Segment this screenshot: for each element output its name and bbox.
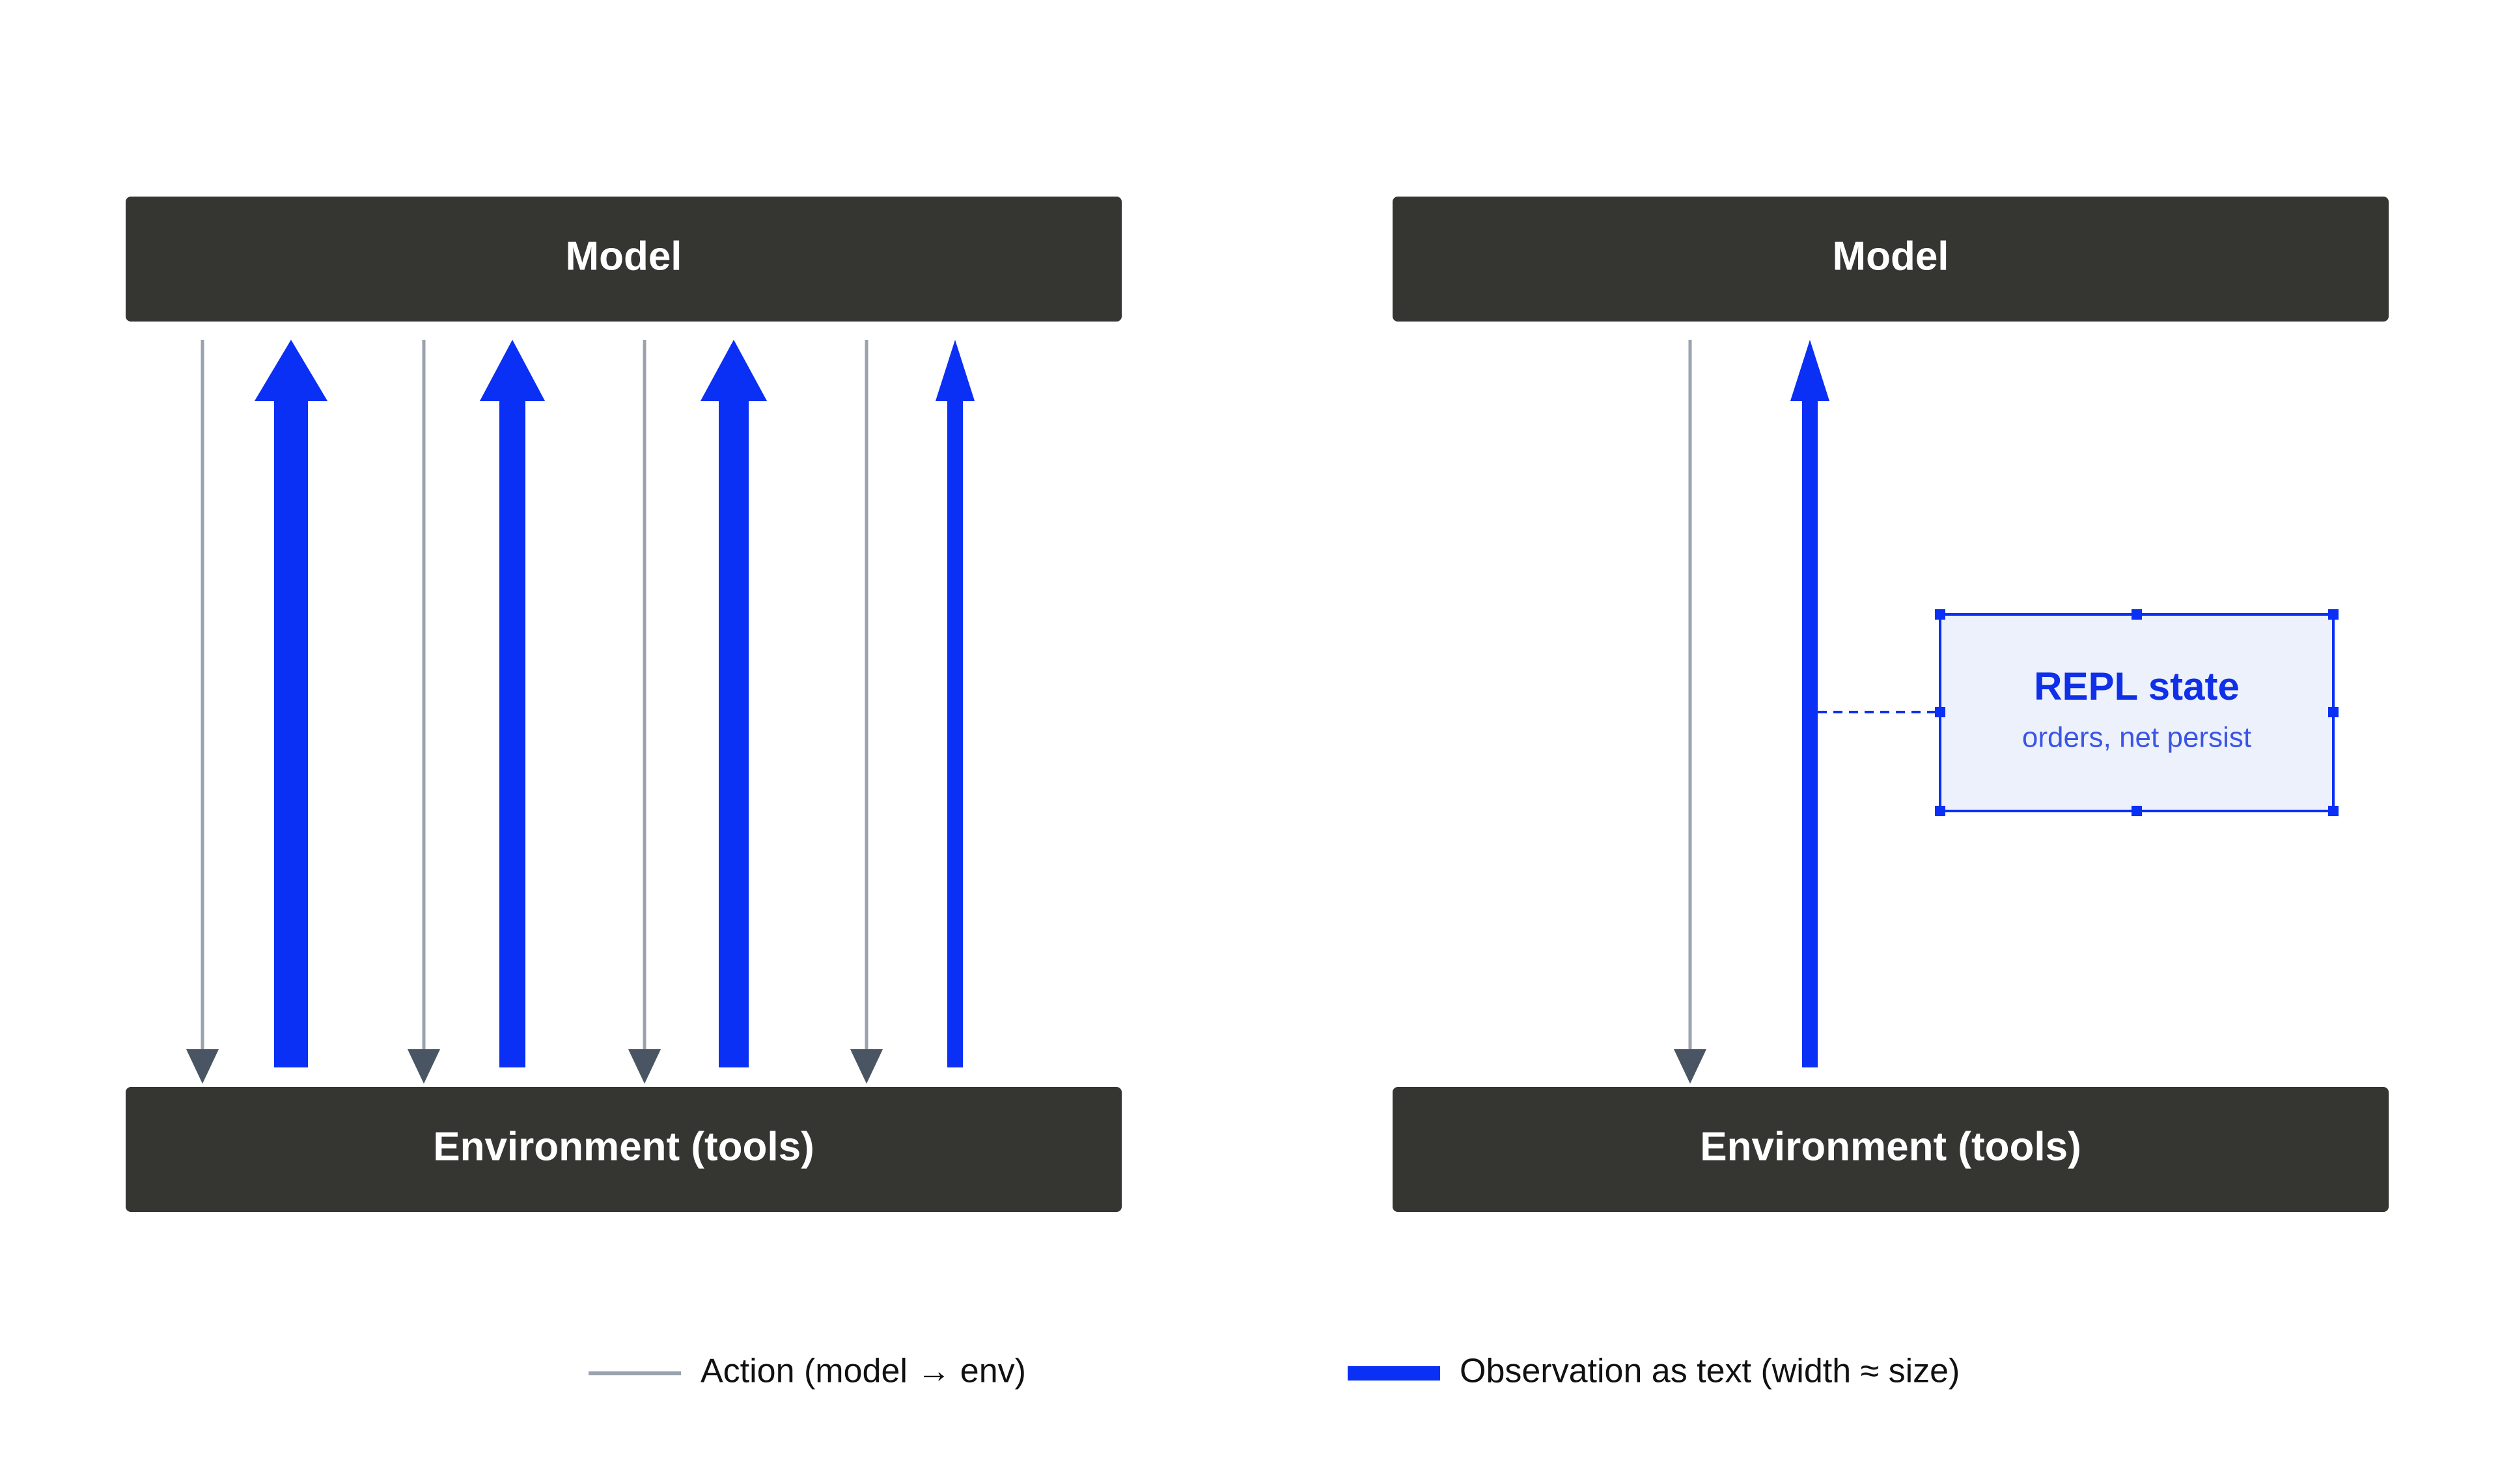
legend-observation-label: Observation as text (width ≈ size) xyxy=(1460,1353,1960,1390)
environment-label-left: Environment (tools) xyxy=(433,1124,814,1169)
action-arrow-head xyxy=(186,1049,219,1084)
resize-handle xyxy=(1935,806,1945,816)
repl-state-title: REPL state xyxy=(2034,665,2240,708)
repl-state-frame xyxy=(1939,613,2335,812)
resize-handle xyxy=(1935,707,1945,717)
resize-handle xyxy=(2132,609,2142,620)
panel-per-step-text: Model Environment (tools) xyxy=(126,197,1122,1212)
panel-repl-state: Model Environment (tools) REPL state ord… xyxy=(1393,197,2389,1212)
environment-box-left xyxy=(126,1087,1122,1212)
observation-arrow-shaft xyxy=(499,397,525,1067)
observation-arrow-shaft xyxy=(274,397,308,1067)
observation-arrow-shaft xyxy=(719,397,749,1067)
observation-arrow-head xyxy=(936,340,975,401)
model-box-right xyxy=(1393,197,2389,322)
observation-arrow-head xyxy=(701,340,767,401)
observation-arrow-head xyxy=(255,340,327,401)
resize-handle xyxy=(2328,707,2339,717)
repl-state-box: REPL state orders, net persist xyxy=(1935,609,2339,816)
observation-arrow-shaft xyxy=(947,397,963,1067)
repl-state-subtitle: orders, net persist xyxy=(2022,722,2251,754)
observation-arrow-head xyxy=(480,340,545,401)
resize-handle xyxy=(2328,806,2339,816)
resize-handle xyxy=(1935,609,1945,620)
observation-arrow-shaft xyxy=(1802,397,1818,1067)
model-box-left xyxy=(126,197,1122,322)
resize-handle xyxy=(2132,806,2142,816)
action-arrow-head xyxy=(850,1049,883,1084)
model-label-right: Model xyxy=(1832,234,1949,279)
environment-box-right xyxy=(1393,1087,2389,1212)
observation-arrow-head xyxy=(1790,340,1829,401)
environment-label-right: Environment (tools) xyxy=(1700,1124,2081,1169)
legend: Action (model → env) Observation as text… xyxy=(589,1353,1960,1390)
resize-handle xyxy=(2328,609,2339,620)
model-label-left: Model xyxy=(565,234,682,279)
action-arrow-head xyxy=(628,1049,661,1084)
legend-action-label: Action (model → env) xyxy=(701,1353,1026,1390)
action-arrow-head xyxy=(408,1049,440,1084)
action-arrow-head xyxy=(1674,1049,1706,1084)
legend-observation-swatch xyxy=(1348,1366,1440,1381)
